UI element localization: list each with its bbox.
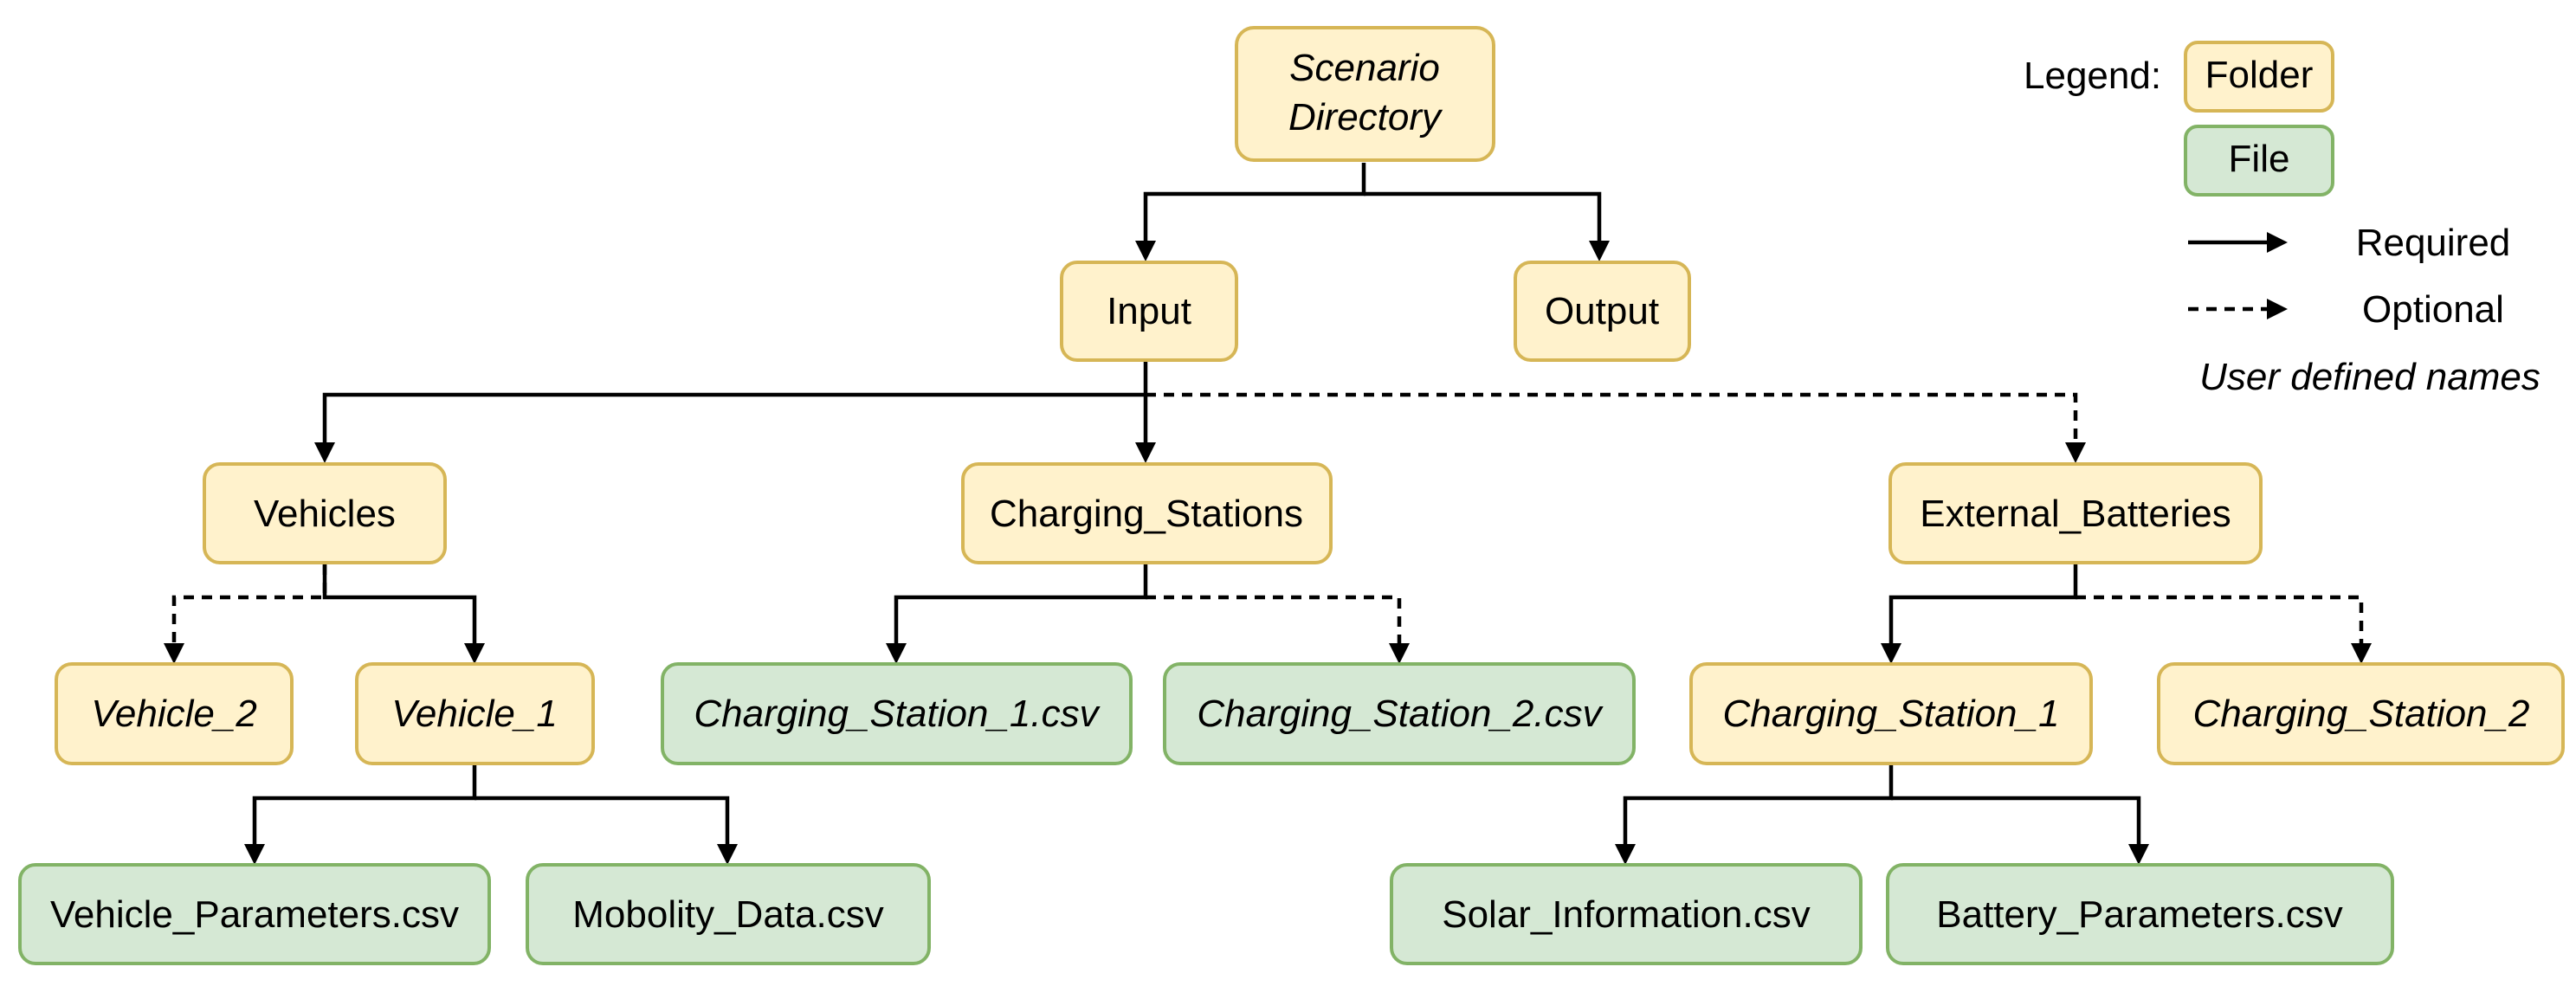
legend-required-label: Required [2356, 222, 2511, 264]
legend-title: Legend: [2024, 55, 2161, 97]
node-charging-stations: Charging_Stations [961, 462, 1333, 564]
edge-charging-stations-to-station-2-csv [1146, 595, 1402, 647]
legend-folder-label: Folder [2205, 54, 2314, 96]
edge-charging-stations-to-station-1-csv [894, 564, 1148, 647]
node-label: Battery_Parameters.csv [1936, 893, 2343, 936]
node-label: Vehicle_2 [91, 693, 257, 735]
edge-vehicles-to-vehicle-2 [171, 564, 327, 647]
legend-file-label: File [2229, 138, 2290, 180]
node-label: Input [1107, 290, 1191, 332]
legend-user-defined-label: User defined names [2199, 356, 2540, 398]
legend-optional-arrowhead [2267, 299, 2288, 319]
edge-station-1-to-battery-parameters [1891, 796, 2141, 847]
edge-external-batteries-to-station-1 [1888, 564, 2078, 647]
node-label: Vehicle_Parameters.csv [50, 893, 459, 936]
edge-input-to-vehicles [322, 362, 1148, 446]
node-label: Charging_Station_1 [1723, 693, 2060, 735]
edge-station-1-to-solar-information [1623, 764, 1894, 847]
arrowhead-mobility-data [717, 844, 738, 865]
edge-vehicles-to-vehicle-1 [322, 564, 477, 647]
node-battery-parameters: Battery_Parameters.csv [1886, 863, 2394, 965]
legend: Legend: Folder File Required Optional Us… [2024, 41, 2540, 398]
legend-required: Required [2188, 222, 2510, 264]
edge-external-batteries-to-station-2 [2076, 595, 2364, 647]
node-label: Output [1545, 290, 1659, 332]
connectors [164, 163, 2372, 865]
node-charging-station-1: Charging_Station_1 [1689, 662, 2093, 765]
node-vehicle-parameters: Vehicle_Parameters.csv [18, 863, 491, 965]
node-vehicle-1: Vehicle_1 [355, 662, 595, 765]
node-label: Vehicles [254, 493, 396, 535]
arrowhead-station-2-csv [1389, 643, 1410, 664]
edge-scenario-to-output [1364, 191, 1602, 244]
node-vehicles: Vehicles [203, 462, 447, 564]
nodes: Scenario Directory Input Output Vehicles… [18, 26, 2565, 965]
node-charging-station-2-csv: Charging_Station_2.csv [1163, 662, 1636, 765]
node-label-directory: Directory [1288, 96, 1443, 139]
node-label-scenario: Scenario [1289, 47, 1440, 89]
node-charging-station-1-csv: Charging_Station_1.csv [661, 662, 1133, 765]
edge-vehicle-1-to-mobility-data [475, 796, 730, 847]
arrowhead-output [1589, 241, 1610, 261]
legend-folder: Folder [2184, 41, 2334, 113]
node-label: External_Batteries [1920, 493, 2231, 535]
arrowhead-charging-stations [1135, 442, 1156, 463]
legend-optional: Optional [2188, 288, 2504, 331]
legend-required-arrowhead [2267, 232, 2288, 253]
arrowhead-external-batteries [2065, 442, 2086, 463]
arrowhead-vehicle-1 [464, 643, 485, 664]
node-input: Input [1060, 261, 1238, 362]
node-label: Vehicle_1 [391, 693, 558, 735]
node-scenario-directory: Scenario Directory [1235, 26, 1495, 162]
node-label: Charging_Stations [990, 493, 1303, 535]
node-vehicle-2: Vehicle_2 [55, 662, 294, 765]
edge-scenario-to-input [1143, 163, 1366, 244]
arrowhead-input [1135, 241, 1156, 261]
node-charging-station-2: Charging_Station_2 [2157, 662, 2565, 765]
arrowhead-battery-parameters [2128, 844, 2149, 865]
node-external-batteries: External_Batteries [1888, 462, 2263, 564]
legend-file: File [2184, 125, 2334, 197]
node-solar-information: Solar_Information.csv [1390, 863, 1863, 965]
node-mobility-data: Mobolity_Data.csv [526, 863, 931, 965]
node-label: Charging_Station_2 [2193, 693, 2530, 735]
edge-input-to-external-batteries [1146, 392, 2078, 446]
legend-optional-label: Optional [2362, 288, 2504, 331]
arrowhead-station-2 [2351, 643, 2372, 664]
arrowhead-vehicle-2 [164, 643, 184, 664]
edge-vehicle-1-to-vehicle-parameters [252, 764, 477, 847]
arrowhead-station-1 [1881, 643, 1901, 664]
arrowhead-vehicle-parameters [244, 844, 265, 865]
node-label: Charging_Station_2.csv [1197, 693, 1604, 735]
node-label: Charging_Station_1.csv [694, 693, 1101, 735]
arrowhead-solar-information [1615, 844, 1636, 865]
arrowhead-station-1-csv [886, 643, 907, 664]
node-label: Solar_Information.csv [1442, 893, 1811, 936]
node-output: Output [1514, 261, 1691, 362]
node-label: Mobolity_Data.csv [572, 893, 883, 936]
arrowhead-vehicles [314, 442, 335, 463]
